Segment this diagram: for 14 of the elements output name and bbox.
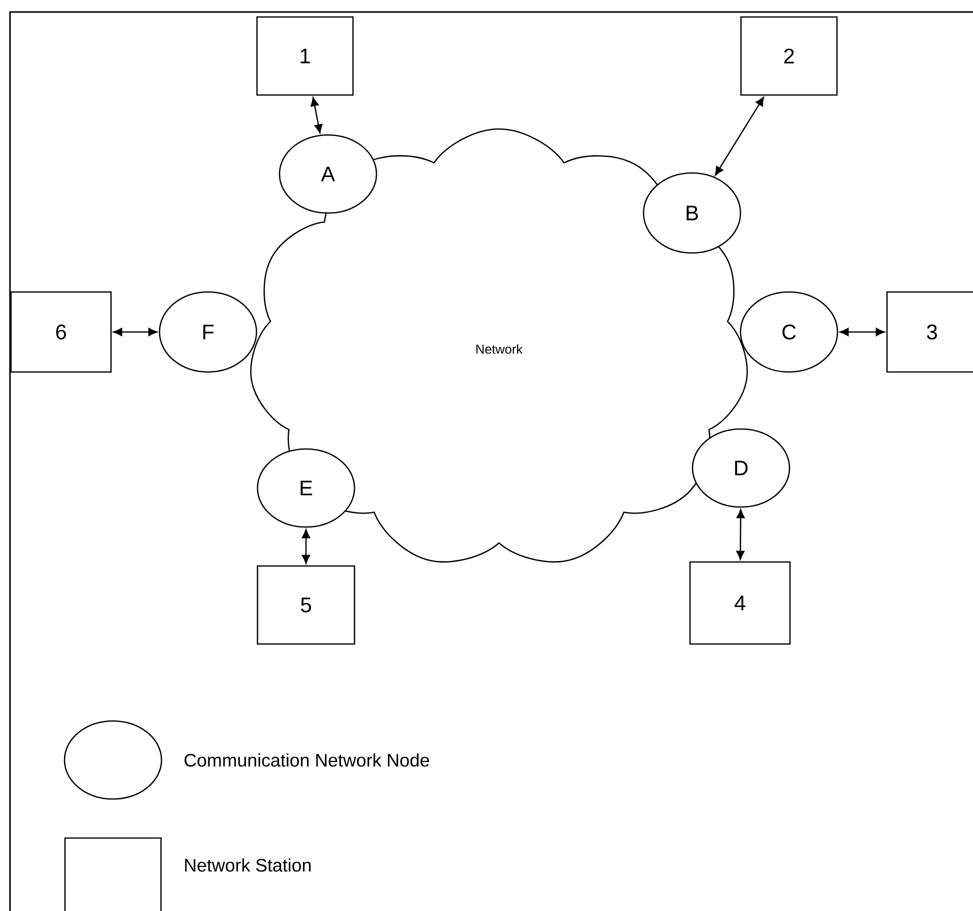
arrow — [736, 509, 745, 560]
station-box: 2 — [740, 16, 838, 96]
arrow — [302, 529, 310, 564]
station-box: 3 — [886, 291, 973, 373]
arrow — [840, 328, 885, 336]
station-box: 1 — [256, 16, 354, 96]
arrow — [113, 328, 158, 336]
legend-text: Communication Network Node — [184, 753, 430, 767]
arrow — [310, 97, 323, 134]
station-box: 6 — [10, 291, 112, 373]
station-box: 5 — [256, 565, 356, 645]
arrow — [714, 96, 764, 176]
station-box: 4 — [689, 561, 791, 645]
legend-text: Network Station — [185, 858, 311, 872]
